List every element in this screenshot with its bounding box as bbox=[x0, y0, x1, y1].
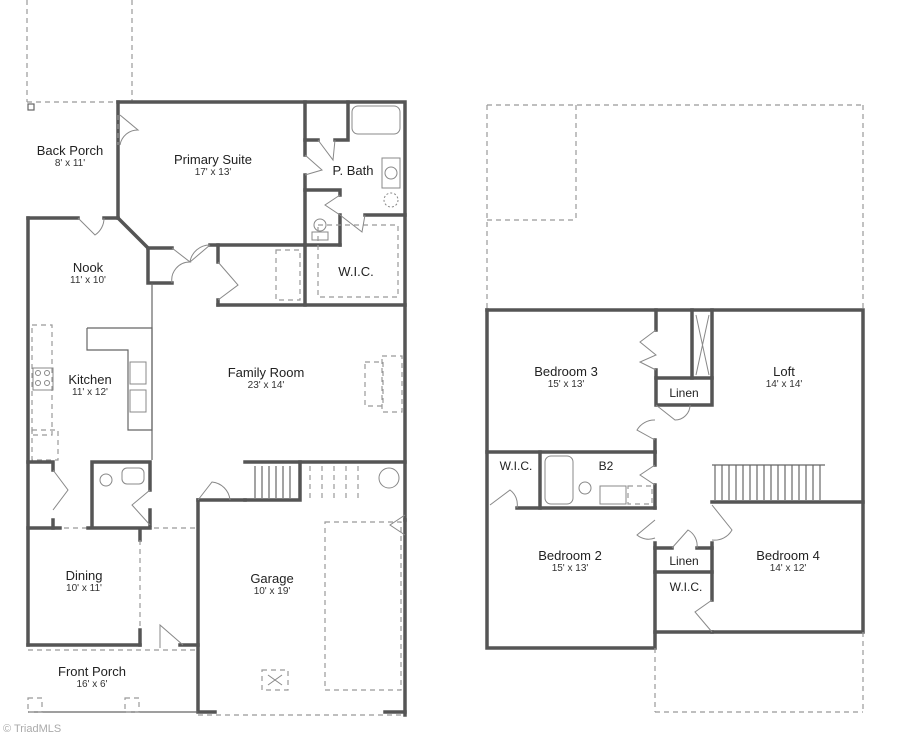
room-nook: Nook 11' x 10' bbox=[70, 260, 106, 287]
room-loft: Loft 14' x 14' bbox=[766, 364, 803, 391]
room-dimensions: 17' x 13' bbox=[194, 167, 232, 178]
room-dimensions: 23' x 14' bbox=[247, 380, 285, 391]
room-dimensions: 15' x 13' bbox=[547, 379, 585, 390]
room-name: P. Bath bbox=[332, 163, 374, 178]
room-name: Front Porch bbox=[58, 664, 126, 679]
room-dimensions: 15' x 13' bbox=[551, 563, 589, 574]
room-name: Bedroom 4 bbox=[756, 548, 820, 563]
room-linen-upper: Linen bbox=[669, 386, 698, 401]
room-bedroom-3: Bedroom 3 15' x 13' bbox=[534, 364, 598, 391]
room-name: Family Room bbox=[227, 365, 305, 380]
room-name: Bedroom 2 bbox=[538, 548, 602, 563]
room-name: Back Porch bbox=[36, 143, 104, 158]
room-garage: Garage 10' x 19' bbox=[250, 571, 293, 598]
room-family-room: Family Room 23' x 14' bbox=[228, 365, 305, 392]
room-name: Primary Suite bbox=[173, 152, 253, 167]
room-dimensions: 14' x 14' bbox=[765, 379, 803, 390]
room-name: W.I.C. bbox=[499, 459, 533, 473]
room-walk-in-closet-b2: W.I.C. bbox=[500, 459, 533, 474]
room-primary-bath: P. Bath bbox=[333, 163, 374, 178]
room-dimensions: 11' x 12' bbox=[72, 387, 108, 398]
room-dimensions: 10' x 11' bbox=[66, 583, 102, 594]
room-dimensions: 10' x 19' bbox=[253, 586, 291, 597]
room-dining: Dining 10' x 11' bbox=[66, 568, 103, 595]
room-name: Nook bbox=[72, 260, 104, 275]
room-bedroom-4: Bedroom 4 14' x 12' bbox=[756, 548, 820, 575]
room-primary-suite: Primary Suite 17' x 13' bbox=[174, 152, 252, 179]
room-name: Dining bbox=[65, 568, 103, 583]
room-kitchen: Kitchen 11' x 12' bbox=[68, 372, 111, 399]
room-bedroom-2: Bedroom 2 15' x 13' bbox=[538, 548, 602, 575]
room-back-porch: Back Porch 8' x 11' bbox=[37, 143, 103, 170]
room-dimensions: 16' x 6' bbox=[76, 679, 108, 690]
room-dimensions: 14' x 12' bbox=[769, 563, 807, 574]
room-walk-in-closet-bed4: W.I.C. bbox=[670, 580, 703, 595]
room-linen-lower: Linen bbox=[669, 554, 698, 569]
room-name: Bedroom 3 bbox=[534, 364, 598, 379]
room-dimensions: 11' x 10' bbox=[70, 275, 106, 286]
room-name: Kitchen bbox=[68, 372, 112, 387]
room-name: B2 bbox=[598, 459, 614, 473]
watermark: © TriadMLS bbox=[3, 723, 62, 735]
room-name: W.I.C. bbox=[669, 580, 703, 594]
room-name: W.I.C. bbox=[338, 264, 374, 279]
room-dimensions: 8' x 11' bbox=[54, 158, 86, 169]
room-name: Linen bbox=[669, 386, 699, 400]
room-name: Garage bbox=[250, 571, 294, 586]
room-name: Linen bbox=[669, 554, 699, 568]
room-bathroom-2: B2 bbox=[599, 459, 614, 474]
room-front-porch: Front Porch 16' x 6' bbox=[58, 664, 126, 691]
room-walk-in-closet: W.I.C. bbox=[338, 264, 373, 279]
room-name: Loft bbox=[773, 364, 795, 379]
